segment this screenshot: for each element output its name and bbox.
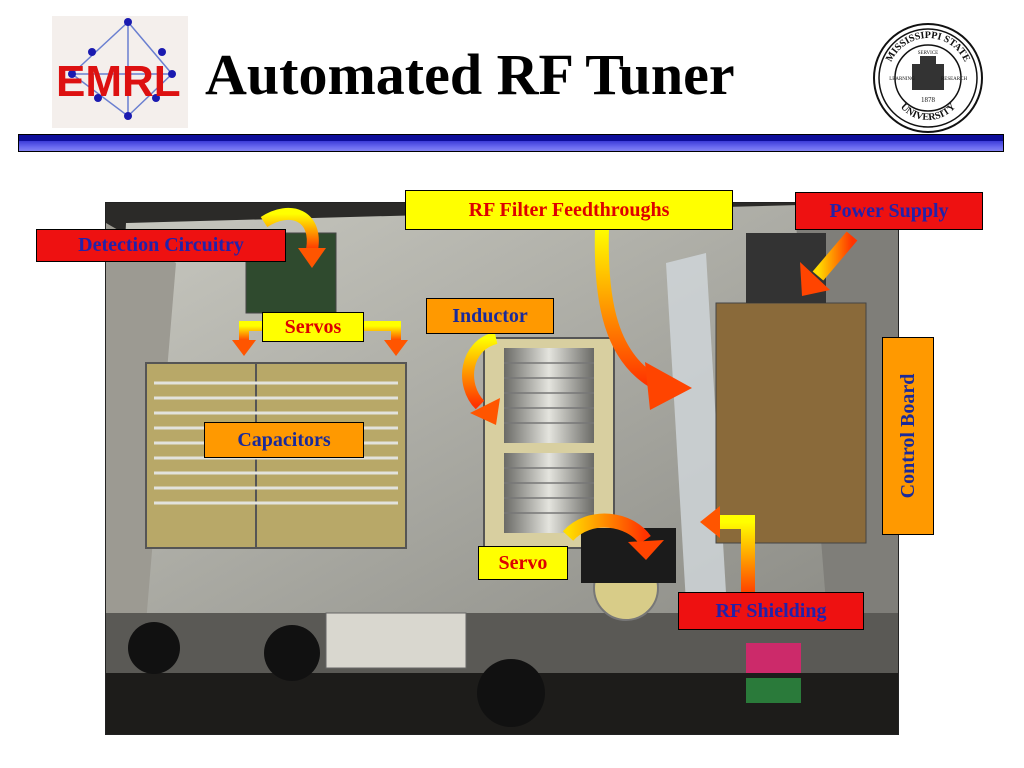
arrow-servos-right-head bbox=[384, 340, 408, 356]
label-capacitors: Capacitors bbox=[204, 422, 364, 458]
seal-service: SERVICE bbox=[918, 51, 938, 56]
seal-graphic: MISSISSIPPI STATE UNIVERSITY 1878 SERVIC… bbox=[873, 23, 983, 133]
label-rf-filter-feedthroughs: RF Filter Feedthroughs bbox=[405, 190, 733, 230]
label-rf-shielding: RF Shielding bbox=[678, 592, 864, 630]
arrow-power bbox=[812, 231, 858, 281]
title-divider-bar bbox=[18, 134, 1004, 152]
university-seal: MISSISSIPPI STATE UNIVERSITY 1878 SERVIC… bbox=[872, 22, 984, 134]
rf-tuner-photo bbox=[105, 202, 899, 735]
arrow-detection-head bbox=[298, 248, 326, 268]
label-control-board-box: Control Board bbox=[882, 337, 934, 535]
label-servo: Servo bbox=[478, 546, 568, 580]
emrl-logo: EMRL bbox=[52, 16, 188, 128]
arrow-servos-left-head bbox=[232, 340, 256, 356]
arrow-detection bbox=[260, 207, 319, 252]
logo-letter-e: EMRL bbox=[56, 57, 181, 106]
arrow-servo-head bbox=[628, 540, 664, 560]
label-power-supply: Power Supply bbox=[795, 192, 983, 230]
arrow-rf-shielding bbox=[718, 515, 755, 598]
label-detection-circuitry: Detection Circuitry bbox=[36, 229, 286, 262]
seal-year: 1878 bbox=[921, 96, 936, 104]
label-control-board: Control Board bbox=[897, 373, 919, 499]
slide-title: Automated RF Tuner bbox=[205, 42, 735, 107]
seal-research: RESEARCH bbox=[941, 77, 968, 82]
arrow-servo bbox=[562, 513, 651, 545]
emrl-logo-graphic: EMRL bbox=[56, 18, 181, 120]
arrow-inductor-head bbox=[470, 398, 500, 425]
arrow-rf-shielding-head bbox=[700, 506, 720, 538]
label-inductor: Inductor bbox=[426, 298, 554, 334]
seal-learning: LEARNING bbox=[889, 77, 915, 82]
arrow-power-head bbox=[800, 262, 830, 296]
label-servos: Servos bbox=[262, 312, 364, 342]
arrow-servos-left bbox=[239, 321, 262, 342]
arrow-rf-filter-head bbox=[645, 362, 692, 410]
arrow-inductor bbox=[462, 332, 498, 410]
arrow-rf-filter bbox=[594, 227, 664, 392]
arrow-servos-right bbox=[364, 321, 401, 342]
rf-tuner-photo-graphic bbox=[106, 203, 898, 734]
